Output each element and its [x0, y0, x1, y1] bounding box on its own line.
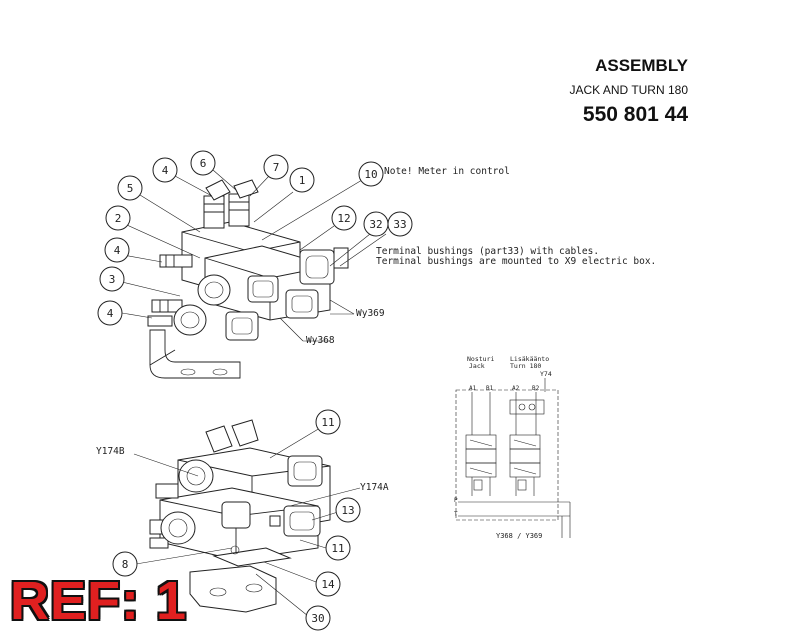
balloon-12: 12: [331, 205, 357, 231]
balloon-14: 14: [315, 571, 341, 597]
svg-text:Turn 180: Turn 180: [510, 362, 541, 370]
hydraulic-schematic: Nosturi Jack Lisäkäänto Turn 180 Y74 A1 …: [454, 355, 571, 540]
label-wy369: Wy369: [356, 308, 385, 319]
label-y174b: Y174B: [96, 446, 125, 457]
balloon-11-upper: 11: [315, 409, 341, 435]
balloon-10: 10: [358, 161, 384, 187]
bottom-valve-assembly: [149, 419, 331, 613]
svg-text:B2: B2: [532, 385, 540, 392]
svg-text:Nosturi: Nosturi: [467, 355, 494, 363]
svg-text:10: 10: [364, 168, 377, 181]
svg-text:14: 14: [321, 578, 335, 591]
top-valve-assembly: [147, 179, 349, 379]
note-meter-in-control: Note! Meter in control: [384, 166, 510, 177]
svg-text:4: 4: [107, 307, 114, 320]
bottom-leader-lines: [133, 427, 361, 617]
balloon-13: 13: [335, 497, 361, 523]
balloon-6: 6: [190, 150, 216, 176]
balloon-1: 1: [289, 167, 315, 193]
svg-text:8: 8: [122, 558, 129, 571]
svg-text:Y74: Y74: [540, 370, 552, 378]
top-leader-lines: [117, 169, 387, 342]
svg-text:P: P: [454, 497, 458, 504]
svg-text:3: 3: [109, 273, 116, 286]
label-wy368: Wy368: [306, 335, 335, 346]
balloon-4-lower: 4: [97, 300, 123, 326]
assembly-title: ASSEMBLY: [595, 56, 688, 75]
balloon-32: 32: [363, 211, 389, 237]
balloon-4-middle: 4: [104, 237, 130, 263]
svg-text:5: 5: [127, 182, 134, 195]
svg-text:A1: A1: [469, 385, 477, 392]
balloon-8: 8: [112, 551, 138, 577]
note-terminal-bushings-2: Terminal bushings are mounted to X9 elec…: [376, 256, 656, 267]
assembly-subtitle: JACK AND TURN 180: [569, 83, 688, 97]
svg-text:B1: B1: [486, 385, 494, 392]
svg-text:13: 13: [341, 504, 354, 517]
svg-text:Lisäkäänto: Lisäkäänto: [510, 355, 549, 363]
svg-text:T: T: [454, 511, 458, 518]
svg-text:6: 6: [200, 157, 207, 170]
balloon-7: 7: [263, 154, 289, 180]
balloon-2: 2: [105, 205, 131, 231]
balloon-30: 30: [305, 605, 331, 631]
svg-text:32: 32: [369, 218, 382, 231]
balloon-5: 5: [117, 175, 143, 201]
svg-text:2: 2: [115, 212, 122, 225]
svg-text:1: 1: [299, 174, 306, 187]
svg-text:11: 11: [321, 416, 334, 429]
svg-text:30: 30: [311, 612, 324, 625]
label-y368-y369: Y368 / Y369: [496, 532, 542, 540]
part-number: 550 801 44: [582, 103, 688, 126]
svg-text:4: 4: [114, 244, 121, 257]
svg-text:Jack: Jack: [469, 362, 485, 370]
svg-text:7: 7: [273, 161, 280, 174]
svg-text:33: 33: [393, 218, 406, 231]
ref-number-label: REF: 1: [10, 571, 188, 631]
note-terminal-bushings-1: Terminal bushings (part33) with cables.: [376, 246, 599, 257]
label-y174a: Y174A: [360, 482, 389, 493]
balloon-11-lower: 11: [325, 535, 351, 561]
svg-text:12: 12: [337, 212, 350, 225]
balloon-3: 3: [99, 266, 125, 292]
balloon-4-top: 4: [152, 157, 178, 183]
svg-text:A2: A2: [512, 385, 520, 392]
balloon-33: 33: [387, 211, 413, 237]
svg-text:4: 4: [162, 164, 169, 177]
svg-text:11: 11: [331, 542, 344, 555]
